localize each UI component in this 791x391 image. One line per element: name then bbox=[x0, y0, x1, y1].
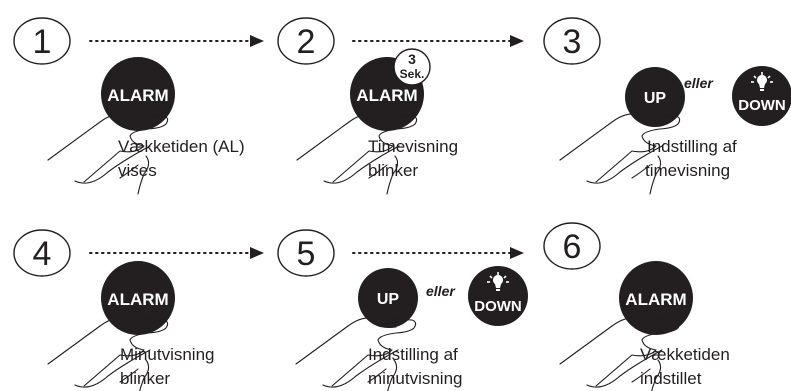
step-caption-line-1: Timevisning bbox=[368, 137, 458, 156]
step-1: 1 ALARM Vækketiden (AL) vises bbox=[13, 17, 245, 195]
dotted-arrow-icon bbox=[89, 247, 264, 259]
down-button bbox=[732, 66, 791, 126]
up-button-label: UP bbox=[377, 291, 400, 308]
step-number-circle bbox=[13, 229, 71, 277]
step-number: 2 bbox=[297, 23, 316, 61]
seconds-badge-unit: Sek. bbox=[400, 67, 425, 81]
step-6: 6 ALARM Vækketiden indstillet bbox=[543, 222, 730, 391]
step-number-circle bbox=[543, 222, 601, 270]
step-caption-line-1: Indstilling af bbox=[368, 345, 458, 364]
step-number: 4 bbox=[33, 235, 52, 273]
down-button-label: DOWN bbox=[474, 298, 522, 315]
alarm-button-label: ALARM bbox=[107, 290, 168, 309]
step-caption-line-1: Vækketiden bbox=[640, 345, 730, 364]
step-4: 4 ALARM Minutvisning blinker bbox=[13, 229, 215, 391]
step-number-circle bbox=[277, 17, 335, 65]
step-number-circle bbox=[543, 17, 601, 65]
step-number: 5 bbox=[297, 235, 316, 273]
step-caption-line-1: Vækketiden (AL) bbox=[118, 137, 245, 156]
alarm-button-label: ALARM bbox=[107, 86, 168, 105]
seconds-badge-number: 3 bbox=[408, 51, 416, 67]
or-label: eller bbox=[426, 283, 456, 299]
alarm-button-label: ALARM bbox=[356, 86, 417, 105]
step-caption-line-2: timevisning bbox=[645, 161, 730, 180]
up-button-label: UP bbox=[644, 90, 667, 107]
dotted-arrow-icon bbox=[352, 35, 524, 47]
step-number-circle bbox=[13, 17, 71, 65]
seconds-badge bbox=[393, 48, 431, 86]
step-caption-line-2: vises bbox=[118, 161, 157, 180]
step-number: 1 bbox=[33, 23, 52, 61]
step-number-circle bbox=[277, 229, 335, 277]
step-3: 3 UP eller DOWN Indstilling af timevisni… bbox=[543, 17, 791, 195]
step-caption-line-2: blinker bbox=[368, 161, 418, 180]
alarm-button-label: ALARM bbox=[625, 290, 686, 309]
step-caption-line-1: Minutvisning bbox=[120, 345, 215, 364]
step-caption-line-1: Indstilling af bbox=[647, 137, 737, 156]
step-caption-line-2: indstillet bbox=[640, 369, 702, 388]
alarm-button bbox=[101, 261, 175, 335]
step-5: 5 UP eller DOWN Indstilling af minutvisn… bbox=[277, 229, 528, 391]
dotted-arrow-icon bbox=[89, 35, 264, 47]
step-2: 2 ALARM 3 Sek. Timevisning blinker bbox=[277, 17, 458, 195]
alarm-button bbox=[101, 57, 175, 131]
down-button-label: DOWN bbox=[738, 97, 786, 114]
or-label: eller bbox=[684, 75, 714, 91]
dotted-arrow-icon bbox=[352, 247, 524, 259]
step-caption-line-2: minutvisning bbox=[368, 369, 463, 388]
down-button bbox=[468, 266, 528, 326]
up-button bbox=[625, 67, 685, 127]
up-button bbox=[358, 268, 418, 328]
step-number: 6 bbox=[563, 228, 582, 266]
step-caption-line-2: blinker bbox=[120, 369, 170, 388]
step-number: 3 bbox=[563, 23, 582, 61]
alarm-button bbox=[619, 261, 693, 335]
